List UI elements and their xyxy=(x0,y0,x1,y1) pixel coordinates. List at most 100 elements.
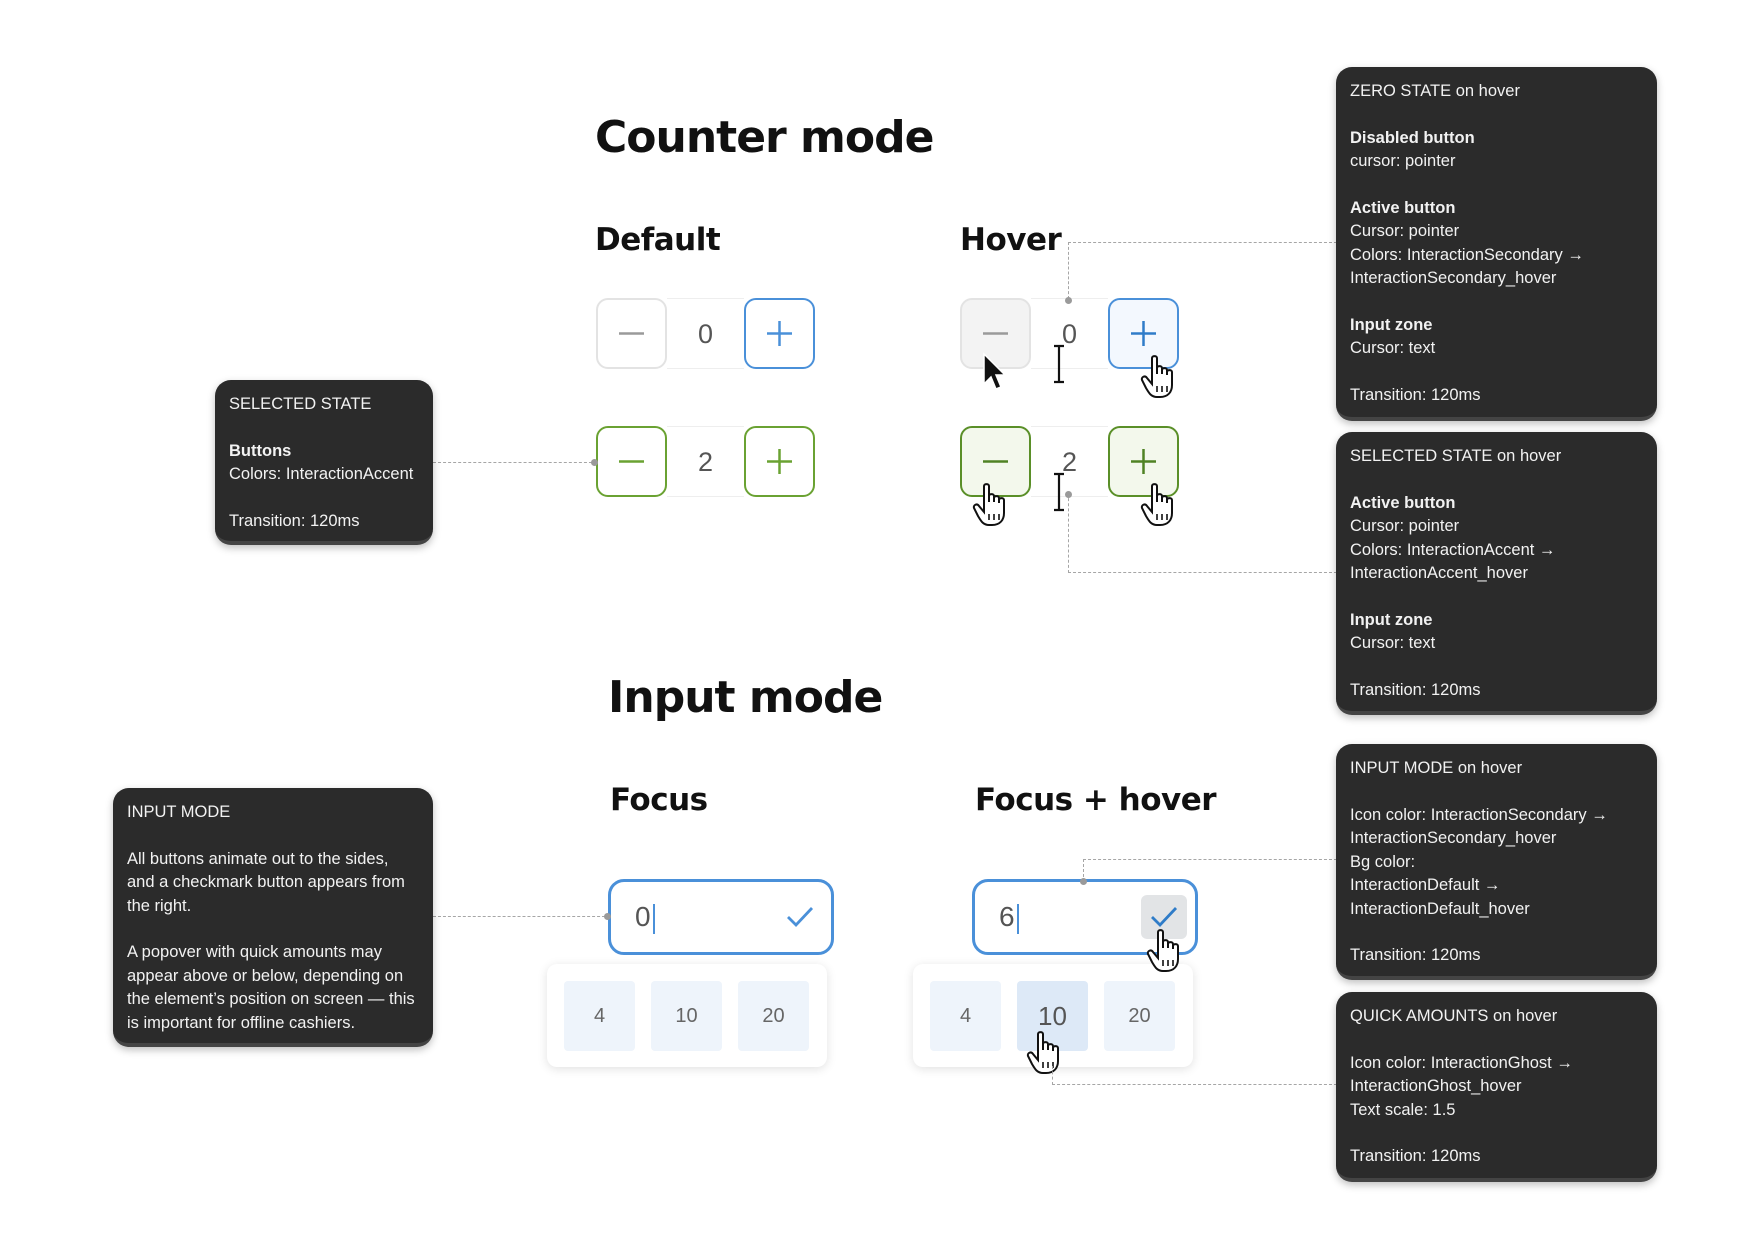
checkmark-icon xyxy=(1151,907,1178,928)
note-title: QUICK AMOUNTS on hover xyxy=(1350,1007,1558,1025)
counter-mode-title: Counter mode xyxy=(595,112,934,163)
note-quick-amounts-hover: QUICK AMOUNTS on hover Icon color: Inter… xyxy=(1336,992,1657,1182)
focus-hover-label: Focus + hover xyxy=(975,782,1217,818)
note-title: INPUT MODE on hover xyxy=(1350,759,1523,777)
counter-value[interactable]: 0 xyxy=(667,298,744,369)
counter-default-selected: 2 xyxy=(596,426,815,497)
note-line: Colors: InteractionAccent → xyxy=(1350,540,1556,559)
note-line: InteractionAccent_hover xyxy=(1350,564,1528,582)
counter-hover-zero: 0 xyxy=(960,298,1179,369)
note-line: Icon color: InteractionSecondary → xyxy=(1350,805,1608,824)
minus-icon xyxy=(983,332,1008,335)
counter-default-zero: 0 xyxy=(596,298,815,369)
decrement-button[interactable] xyxy=(960,426,1031,497)
amount-input-focus[interactable]: 0 xyxy=(608,879,834,955)
note-line: Bg color: xyxy=(1350,852,1416,871)
connector-dot xyxy=(1065,297,1072,304)
quick-amount-option[interactable]: 20 xyxy=(738,981,809,1051)
checkmark-icon xyxy=(787,907,814,928)
focus-label: Focus xyxy=(610,782,708,818)
plus-icon xyxy=(1131,321,1156,346)
quick-amount-option[interactable]: 4 xyxy=(930,981,1001,1051)
plus-icon xyxy=(1131,449,1156,474)
connector-dot xyxy=(591,459,598,466)
counter-value[interactable]: 2 xyxy=(667,426,744,497)
note-line: InteractionDefault → xyxy=(1350,876,1501,894)
note-line: Transition: 120ms xyxy=(229,511,360,530)
pointer-hand-icon xyxy=(1140,483,1173,526)
note-paragraph: All buttons animate out to the sides, an… xyxy=(127,849,405,915)
text-caret xyxy=(652,903,655,934)
note-line: Cursor: pointer xyxy=(1350,517,1460,535)
note-line: Colors: InteractionAccent xyxy=(229,465,414,483)
pointer-hand-icon xyxy=(1146,929,1179,972)
quick-amount-option[interactable]: 4 xyxy=(564,981,635,1051)
note-line: cursor: pointer xyxy=(1350,152,1456,170)
connector-line xyxy=(1068,242,1337,299)
quick-amounts-popover: 4 10 20 xyxy=(547,964,827,1067)
note-title: INPUT MODE xyxy=(127,803,231,821)
note-line: InteractionSecondary_hover xyxy=(1350,829,1557,847)
plus-icon xyxy=(767,449,792,474)
note-line: Transition: 120ms xyxy=(1350,680,1481,699)
note-input-mode: INPUT MODE All buttons animate out to th… xyxy=(113,788,433,1047)
input-value[interactable]: 0 xyxy=(635,882,655,952)
connector-line xyxy=(1083,859,1337,882)
connector-line xyxy=(433,462,597,463)
connector-dot xyxy=(604,913,611,920)
note-heading: Input zone xyxy=(1350,610,1433,629)
default-label: Default xyxy=(595,222,721,258)
connector-dot xyxy=(1065,491,1072,498)
minus-icon xyxy=(619,332,644,335)
note-line: Transition: 120ms xyxy=(1350,385,1481,404)
connector-line xyxy=(433,916,610,917)
note-heading: Buttons xyxy=(229,441,292,460)
note-input-mode-hover: INPUT MODE on hover Icon color: Interact… xyxy=(1336,744,1657,980)
note-heading: Active button xyxy=(1350,493,1456,512)
note-title: ZERO STATE on hover xyxy=(1350,82,1520,100)
confirm-button[interactable] xyxy=(1141,895,1187,939)
note-selected-state: SELECTED STATE Buttons Colors: Interacti… xyxy=(215,380,433,545)
connector-line xyxy=(1052,1066,1337,1085)
note-title: SELECTED STATE xyxy=(229,395,372,413)
note-line: Cursor: text xyxy=(1350,339,1436,357)
note-line: Transition: 120ms xyxy=(1350,1147,1481,1165)
pointer-hand-icon xyxy=(1026,1031,1059,1074)
plus-icon xyxy=(767,321,792,346)
note-line: InteractionGhost_hover xyxy=(1350,1077,1522,1095)
note-heading: Disabled button xyxy=(1350,128,1475,147)
note-line: InteractionSecondary_hover xyxy=(1350,269,1557,287)
note-selected-state-hover: SELECTED STATE on hover Active button Cu… xyxy=(1336,432,1657,715)
input-mode-title: Input mode xyxy=(608,672,883,723)
quick-amount-option-hover[interactable]: 10 xyxy=(1017,981,1088,1051)
counter-value[interactable]: 0 xyxy=(1031,298,1108,369)
text-cursor-icon xyxy=(1054,344,1064,384)
pointer-hand-icon xyxy=(1140,355,1173,398)
increment-button[interactable] xyxy=(744,426,815,497)
confirm-button[interactable] xyxy=(777,895,823,939)
note-zero-state-hover: ZERO STATE on hover Disabled button curs… xyxy=(1336,67,1657,421)
connector-line xyxy=(1068,493,1337,573)
quick-amount-option[interactable]: 20 xyxy=(1104,981,1175,1051)
quick-amount-option[interactable]: 10 xyxy=(651,981,722,1051)
increment-button[interactable] xyxy=(1108,298,1179,369)
note-line: Text scale: 1.5 xyxy=(1350,1100,1456,1119)
counter-hover-selected: 2 xyxy=(960,426,1179,497)
connector-dot xyxy=(1080,878,1087,885)
note-line: Cursor: text xyxy=(1350,634,1436,652)
increment-button[interactable] xyxy=(1108,426,1179,497)
note-paragraph: A popover with quick amounts may appear … xyxy=(127,943,415,1032)
increment-button[interactable] xyxy=(744,298,815,369)
hover-label: Hover xyxy=(960,222,1062,258)
minus-icon xyxy=(619,460,644,463)
input-value[interactable]: 6 xyxy=(999,882,1019,952)
note-line: Icon color: InteractionGhost → xyxy=(1350,1053,1573,1072)
note-line: Colors: InteractionSecondary → xyxy=(1350,245,1584,264)
counter-value[interactable]: 2 xyxy=(1031,426,1108,497)
note-line: InteractionDefault_hover xyxy=(1350,899,1530,918)
decrement-button[interactable] xyxy=(596,298,667,369)
arrow-cursor-icon xyxy=(983,352,1007,390)
note-line: Cursor: pointer xyxy=(1350,222,1460,240)
note-line: Transition: 120ms xyxy=(1350,946,1481,964)
decrement-button[interactable] xyxy=(596,426,667,497)
